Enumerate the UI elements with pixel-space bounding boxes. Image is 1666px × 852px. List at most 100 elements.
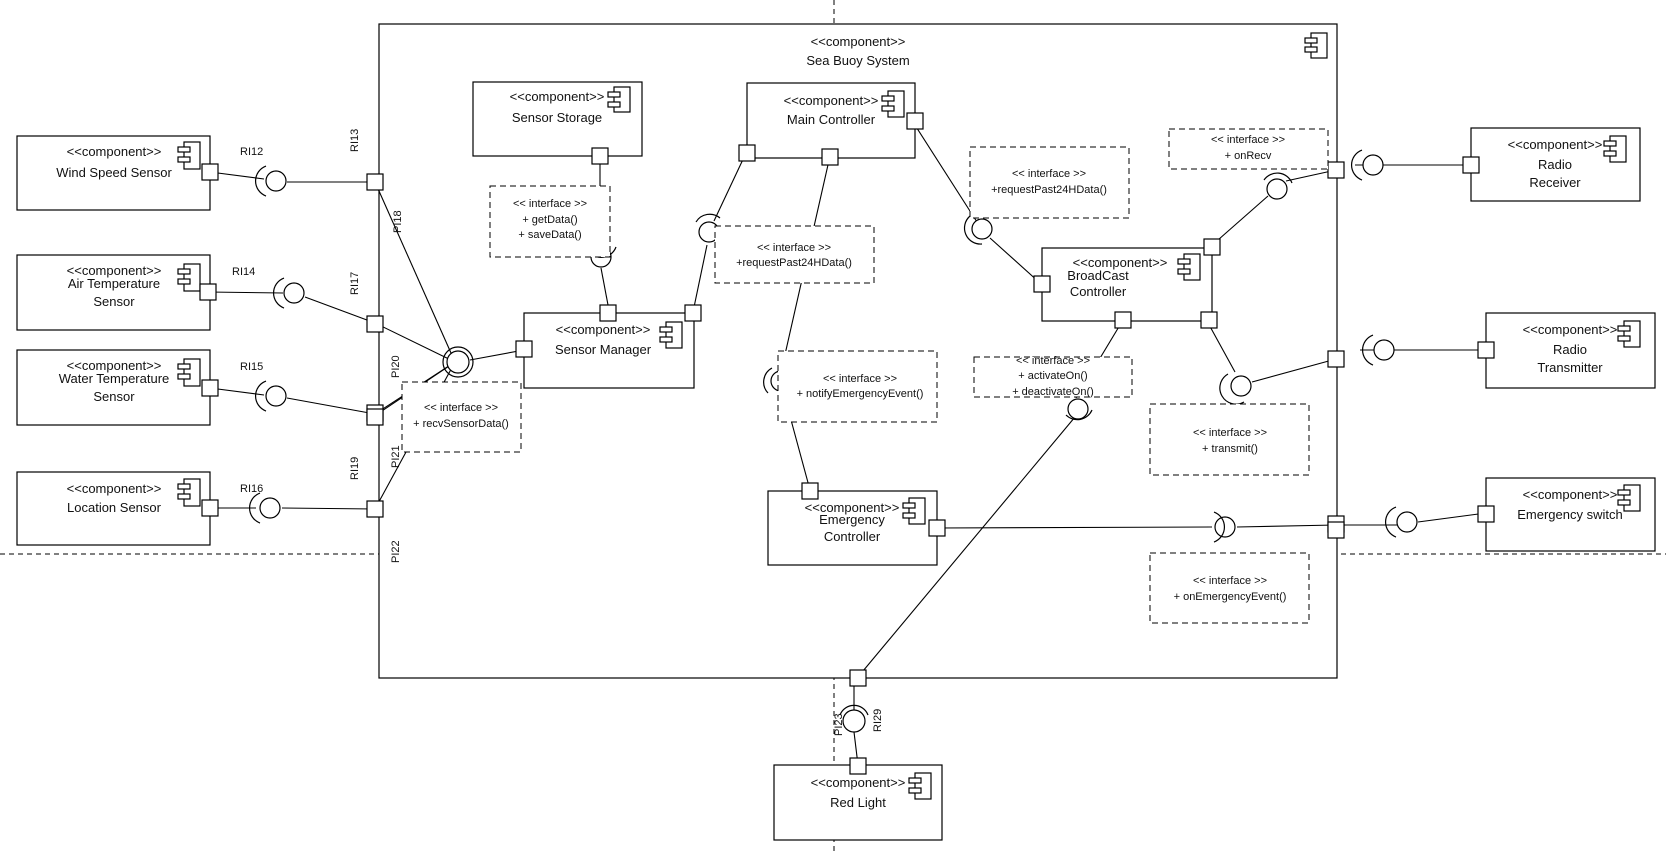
wind-speed-sensor[interactable]: <<component>> Wind Speed Sensor [16,135,219,211]
port-label-ri13: RI13 [349,129,361,152]
air-temperature-sensor[interactable]: <<component>> Air Temperature Sensor [16,254,217,331]
red-light[interactable]: <<component>> Red Light [773,757,943,841]
component-name: Sensor Storage [512,110,602,125]
location-sensor[interactable]: <<component>> Location Sensor [16,471,219,546]
component-name-line1: Emergency [819,512,885,527]
stereotype-label: <<component>> [67,481,162,496]
interface-box-activate: << interface >> + activateOn() + deactiv… [973,355,1133,398]
component-name-line1: Radio [1538,157,1572,172]
component-name-line2: Receiver [1529,175,1581,190]
broadcast-controller[interactable]: <<component>> BroadCast Controller [1033,238,1221,329]
component-icon [902,497,926,525]
port [1200,311,1218,329]
stereotype-label: <<component>> [805,500,900,515]
interface-box-notify-emergency: << interface >> + notifyEmergencyEvent() [777,350,938,423]
port [1477,341,1495,359]
component-name-line1: Water Temperature [59,371,170,386]
emergency-controller[interactable]: <<component>> Emergency Controller [767,482,946,566]
component-icon [659,321,683,349]
main-controller[interactable]: <<component>> Main Controller [738,82,924,166]
interface-title: << interface >> [1211,134,1285,146]
component-icon [1617,320,1641,348]
boundary-ports [366,161,1345,687]
sensor-manager[interactable]: <<component>> Sensor Manager [515,304,702,389]
port [928,519,946,537]
component-name-line2: Sensor [93,294,135,309]
component-icon [1304,32,1328,59]
water-temperature-sensor[interactable]: <<component>> Water Temperature Sensor [16,349,219,426]
port [591,147,609,165]
port [1033,275,1051,293]
port [821,148,839,166]
interface-box-on-recv: << interface >> + onRecv [1168,128,1329,170]
interface-title: << interface >> [823,373,897,385]
port-label-ri12: RI12 [240,146,263,158]
component-name: Wind Speed Sensor [56,165,172,180]
interface-op: + recvSensorData() [413,418,509,430]
emergency-switch[interactable]: <<component>> Emergency switch [1477,477,1656,552]
port [738,144,756,162]
interface-title: << interface >> [1193,575,1267,587]
component-icon [1177,253,1201,281]
port [199,283,217,301]
component-name-line1: Air Temperature [68,276,160,291]
component-icon [607,86,631,113]
component-name: Emergency switch [1517,507,1622,522]
stereotype-label: <<component>> [556,322,651,337]
port [1477,505,1495,523]
stereotype-label: <<component>> [1523,487,1618,502]
component-name-line2: Sensor [93,389,135,404]
port [515,340,533,358]
port [906,112,924,130]
sensor-storage[interactable]: <<component>> Sensor Storage [472,81,643,165]
stereotype-label: <<component>> [784,93,879,108]
stereotype-label: <<component>> [67,144,162,159]
port [849,757,867,775]
component-icon [881,90,905,118]
interface-title: << interface >> [424,402,498,414]
port [201,163,219,181]
interface-op: + saveData() [518,229,581,241]
radio-transmitter[interactable]: <<component>> Radio Transmitter [1477,312,1656,389]
component-name-line2: Transmitter [1537,360,1603,375]
component-icon [177,263,201,292]
port [801,482,819,500]
port-label-ri19: RI19 [349,457,361,480]
interface-op: + deactivateOn() [1012,386,1094,398]
system-name: Sea Buoy System [806,53,909,68]
component-icon [1617,484,1641,512]
interface-box-request-left: << interface >> +requestPast24HData() [714,225,875,284]
interface-op: + transmit() [1202,443,1258,455]
stereotype-label: <<component>> [1073,255,1168,270]
component-name: Red Light [830,795,886,810]
component-name-line1: Radio [1553,342,1587,357]
stereotype-label: <<component>> [67,358,162,373]
interface-title: << interface >> [1012,168,1086,180]
component-name-line2: Controller [1070,284,1127,299]
interface-box-recv-sensor: << interface >> + recvSensorData() [401,381,522,453]
port [1462,156,1480,174]
port-label-pi18: PI18 [392,210,404,233]
component-icon [177,358,201,387]
stereotype-label: <<component>> [510,89,605,104]
radio-receiver[interactable]: <<component>> Radio Receiver [1462,127,1641,202]
port-label-ri15: RI15 [240,361,263,373]
interface-op: +requestPast24HData() [736,257,852,269]
port-label-pi21: PI21 [390,445,402,468]
port [1203,238,1221,256]
port [201,499,219,517]
stereotype-label: <<component>> [67,263,162,278]
interface-box-request-right: << interface >> +requestPast24HData() [969,146,1130,219]
interface-box-on-emergency: << interface >> + onEmergencyEvent() [1149,552,1310,624]
interface-op: + onRecv [1225,150,1272,162]
system-stereotype: <<component>> [811,34,906,49]
component-name: Sensor Manager [555,342,652,357]
interface-op: + activateOn() [1018,370,1087,382]
port-label-ri29: RI29 [872,709,884,732]
port [201,379,219,397]
interface-title: << interface >> [1193,427,1267,439]
interface-title: << interface >> [757,242,831,254]
interface-op: + onEmergencyEvent() [1174,591,1287,603]
interface-op: +requestPast24HData() [991,184,1107,196]
